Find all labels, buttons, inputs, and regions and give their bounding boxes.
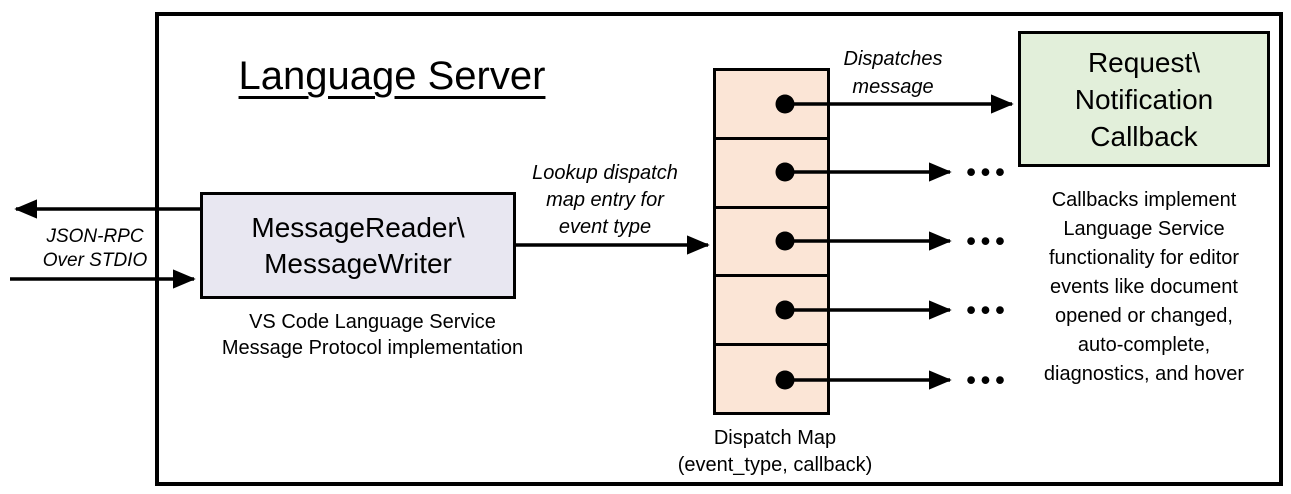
dispatches-label-line2: message [852, 76, 934, 98]
callbacks-note-line5: opened or changed, [1055, 305, 1233, 327]
dispatch-map-cell [716, 71, 827, 140]
stdio-label: JSON-RPC Over STDIO [25, 225, 165, 273]
dispatches-label-line1: Dispatches [843, 48, 943, 70]
ellipsis-icon: ••• [966, 365, 1010, 395]
callbacks-note-line4: events like document [1050, 276, 1238, 298]
dispatches-message-label: Dispatches message [826, 45, 960, 101]
request-notification-callback-box: Request\ Notification Callback [1018, 31, 1270, 167]
message-box-caption-line2: Message Protocol implementation [221, 337, 524, 359]
ellipsis-icon: ••• [966, 157, 1010, 187]
callbacks-note: Callbacks implement Language Service fun… [1012, 186, 1276, 389]
dispatch-map-caption: Dispatch Map (event_type, callback) [650, 425, 900, 479]
stdio-label-line2: Over STDIO [42, 250, 148, 271]
lookup-label: Lookup dispatch map entry for event type [515, 160, 695, 241]
callbacks-note-line3: functionality for editor [1048, 247, 1240, 269]
callbacks-note-line2: Language Service [1063, 218, 1225, 240]
stdio-label-line1: JSON-RPC [46, 226, 144, 247]
dispatch-map-caption-line1: Dispatch Map [713, 427, 837, 449]
diagram-title: Language Server [238, 54, 546, 98]
ellipsis-icon: ••• [966, 226, 1010, 256]
message-box-caption: VS Code Language Service Message Protoco… [205, 309, 540, 361]
message-box-caption-line1: VS Code Language Service [249, 311, 496, 333]
ellipsis-icon: ••• [966, 295, 1010, 325]
dispatch-map [713, 68, 830, 415]
message-box-line1: MessageReader\ [251, 211, 465, 243]
lookup-label-line1: Lookup dispatch [532, 162, 678, 184]
message-reader-writer-box: MessageReader\ MessageWriter [200, 192, 516, 299]
callbacks-note-line7: diagnostics, and hover [1043, 363, 1245, 385]
callback-box-line2: Notification [1074, 83, 1214, 115]
dispatch-map-cell [716, 140, 827, 209]
callback-box-line1: Request\ [1087, 46, 1201, 78]
callback-box-line3: Callback [1090, 120, 1198, 152]
callbacks-note-line1: Callbacks implement [1051, 189, 1237, 211]
dispatch-map-cell [716, 209, 827, 278]
message-box-line2: MessageWriter [264, 247, 452, 279]
callbacks-note-line6: auto-complete, [1077, 334, 1211, 356]
dispatch-map-caption-line2: (event_type, callback) [677, 454, 873, 476]
dispatch-map-cell [716, 346, 827, 412]
lookup-label-line3: event type [558, 216, 652, 238]
dispatch-map-cell [716, 277, 827, 347]
lookup-label-line2: map entry for [546, 189, 664, 211]
